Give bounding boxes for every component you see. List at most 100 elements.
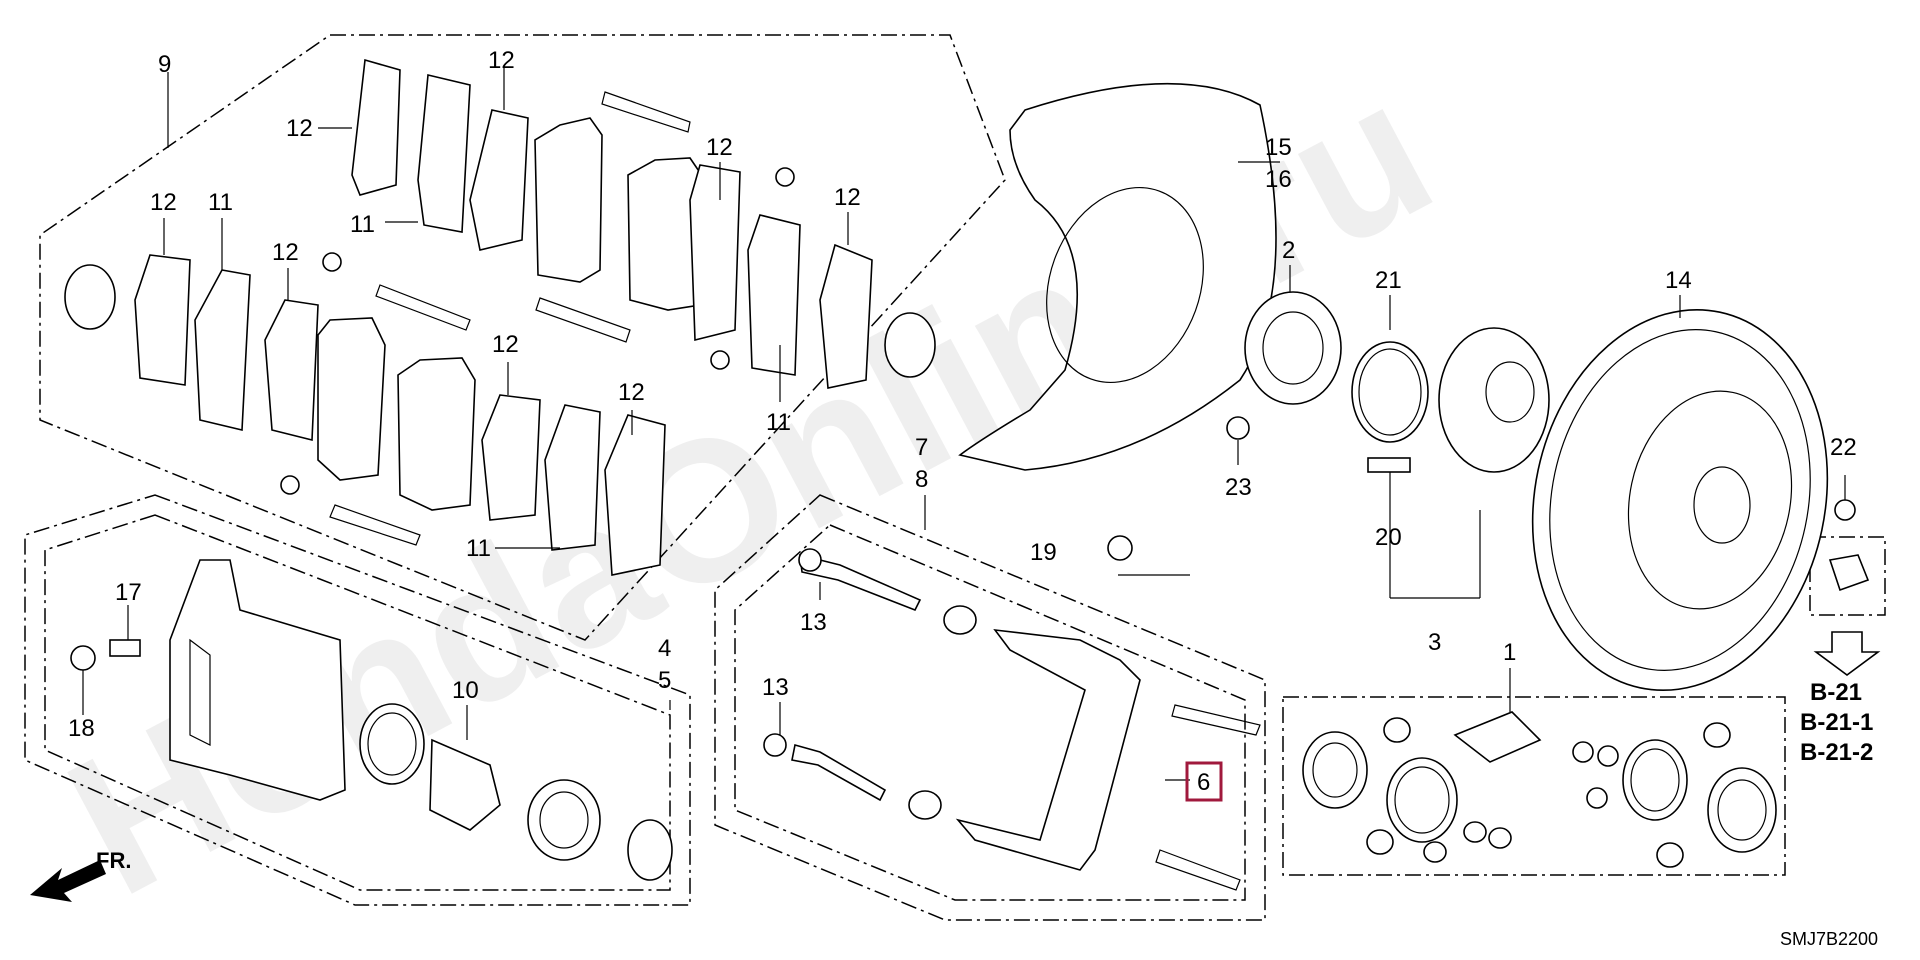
callout-18: 18 xyxy=(68,715,95,742)
bracket-clip-upper xyxy=(1171,704,1261,736)
callout-6: 6 xyxy=(1197,769,1210,796)
shim-11-c xyxy=(194,269,251,432)
callout-19: 19 xyxy=(1030,539,1057,566)
bolt-detail-icon xyxy=(1828,554,1870,592)
brake-pad-bottom-2 xyxy=(397,357,476,511)
dust-boot xyxy=(527,779,601,861)
bolt-22 xyxy=(1834,499,1856,521)
front-arrow-icon xyxy=(30,860,106,902)
round-shim-left xyxy=(64,264,116,330)
shim-12-e xyxy=(134,254,191,386)
callout-11-c: 11 xyxy=(766,409,791,436)
callout-5: 5 xyxy=(658,667,671,694)
caliper-body-inner-outline xyxy=(44,514,671,891)
piston-seal xyxy=(359,703,425,785)
callout-12-g: 12 xyxy=(492,331,519,358)
clip-1 xyxy=(601,91,691,133)
bleeder-cap xyxy=(70,645,96,671)
pad-set xyxy=(64,58,936,576)
caliper-assembly xyxy=(70,559,673,881)
guide-pin-upper xyxy=(799,553,922,612)
pin-boot-lower xyxy=(908,790,942,820)
hub-bolt-20 xyxy=(1367,457,1411,473)
piston xyxy=(429,738,501,831)
guide-pin-lower xyxy=(791,743,887,802)
callout-16: 16 xyxy=(1265,166,1292,193)
callout-23: 23 xyxy=(1225,474,1252,501)
reference-b21[interactable]: B-21 xyxy=(1810,679,1862,706)
seal-kit-outline xyxy=(1282,696,1786,876)
shim-12-a xyxy=(351,58,401,196)
front-direction: FR. xyxy=(30,848,131,902)
bolt-13-lower xyxy=(763,733,787,757)
callout-13-b: 13 xyxy=(762,674,789,701)
pad-set-outline xyxy=(39,34,1006,641)
callout-22: 22 xyxy=(1830,434,1857,461)
brake-pad-top-2 xyxy=(627,157,706,311)
highlight-box-6 xyxy=(1185,761,1223,802)
diagram-code: SMJ7B2200 xyxy=(1780,929,1878,949)
shim-12-f xyxy=(264,299,319,442)
shim-11-a xyxy=(417,74,471,233)
callout-12-d: 12 xyxy=(150,189,177,216)
pad-bolt-3 xyxy=(710,350,730,370)
callout-14: 14 xyxy=(1665,267,1692,294)
shim-11-d xyxy=(544,404,601,551)
callout-4: 4 xyxy=(658,635,671,662)
callout-12-c: 12 xyxy=(706,134,733,161)
shim-12-b xyxy=(469,109,529,251)
caliper-bracket xyxy=(955,628,1141,871)
bracket-inner-outline xyxy=(734,524,1246,901)
wheel-bearing xyxy=(1244,291,1342,405)
callout-10: 10 xyxy=(452,677,479,704)
callout-11-d: 11 xyxy=(466,535,491,562)
callout-11-a: 11 xyxy=(350,211,375,238)
callout-15: 15 xyxy=(1265,134,1292,161)
wheel-hub xyxy=(1438,327,1550,473)
callout-12-e: 12 xyxy=(272,239,299,266)
bolt-23 xyxy=(1226,416,1250,440)
brake-disc xyxy=(1531,308,1829,692)
shim-12-c xyxy=(689,164,741,342)
brake-pad-bottom xyxy=(317,317,386,481)
brake-pad-top xyxy=(534,117,603,283)
front-label: FR. xyxy=(96,848,131,873)
bolt-13-upper xyxy=(798,548,822,572)
reference-b21-2[interactable]: B-21-2 xyxy=(1800,739,1873,766)
clip-4 xyxy=(329,504,421,546)
seal-kit xyxy=(1302,711,1777,868)
pad-bolt-1 xyxy=(775,167,795,187)
reference-labels[interactable]: B-21 B-21-1 B-21-2 xyxy=(1800,679,1873,766)
bracket-clip-lower xyxy=(1155,849,1241,891)
callout-12-a: 12 xyxy=(488,47,515,74)
bolt-19 xyxy=(1107,535,1133,561)
caliper-outline xyxy=(24,494,691,906)
clip-2 xyxy=(375,284,471,331)
bleeder-screw xyxy=(109,639,141,657)
bracket-assembly xyxy=(763,535,1261,891)
splash-shield xyxy=(958,82,1277,471)
clip-3 xyxy=(535,297,631,343)
round-shim-right xyxy=(884,312,936,378)
callout-12-f: 12 xyxy=(834,184,861,211)
callout-12-b: 12 xyxy=(286,115,313,142)
shim-11-b xyxy=(747,214,801,376)
caliper-body xyxy=(169,559,346,801)
callout-12-h: 12 xyxy=(618,379,645,406)
callout-20: 20 xyxy=(1375,524,1402,551)
pad-bolt-2 xyxy=(322,252,342,272)
callout-13-a: 13 xyxy=(800,609,827,636)
callout-3: 3 xyxy=(1428,629,1441,656)
callout-2: 2 xyxy=(1282,237,1295,264)
reference-arrow-icon xyxy=(1813,631,1881,676)
shim-12-g xyxy=(481,394,541,521)
callout-7: 7 xyxy=(915,434,928,461)
callout-21: 21 xyxy=(1375,267,1402,294)
pad-bolt-4 xyxy=(280,475,300,495)
reference-b21-1[interactable]: B-21-1 xyxy=(1800,709,1873,736)
callout-17: 17 xyxy=(115,579,142,606)
shim-12-h xyxy=(604,414,666,576)
caliper-shim-plate xyxy=(627,819,673,881)
snap-ring xyxy=(1351,341,1429,443)
